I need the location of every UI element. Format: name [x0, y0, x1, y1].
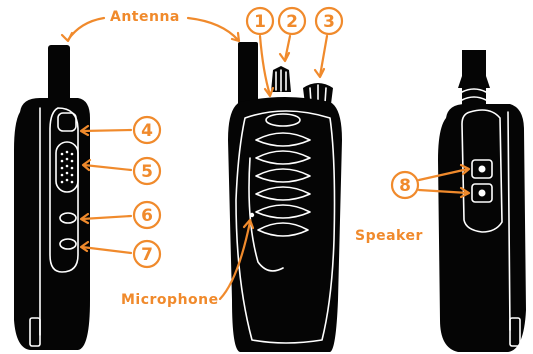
callout-3: 3	[323, 12, 335, 32]
callout-7: 7	[141, 245, 153, 265]
microphone-label: Microphone	[121, 292, 219, 308]
radio-side-view-right	[438, 50, 526, 352]
antenna-arrow-right	[188, 18, 238, 40]
antenna-arrow-left	[68, 18, 104, 40]
callout-8: 8	[399, 176, 411, 196]
microphone-hole	[250, 213, 254, 217]
radio-side-view-left	[14, 45, 90, 350]
callout-4: 4	[141, 121, 153, 141]
callout-2: 2	[286, 12, 298, 32]
front-antenna	[238, 42, 258, 106]
right-radio-body	[438, 104, 526, 352]
left-antenna	[48, 45, 70, 107]
callout-1: 1	[254, 12, 266, 32]
callout-6: 6	[141, 206, 153, 226]
speaker-label: Speaker	[355, 228, 423, 244]
antenna-label: Antenna	[110, 9, 180, 25]
radio-front-view	[228, 42, 342, 352]
callout-5: 5	[141, 162, 153, 182]
